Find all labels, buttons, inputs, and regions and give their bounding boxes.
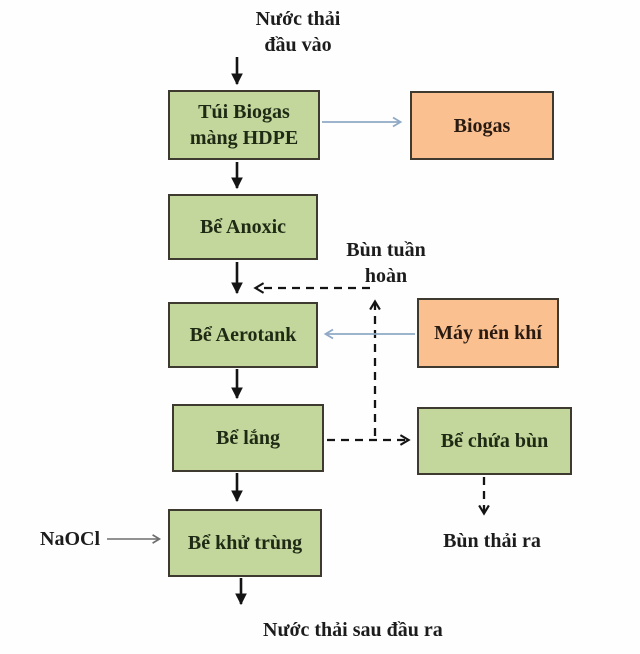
- main-flow-arrows: [231, 57, 247, 606]
- node-disinfection-tank: Bể khử trùng: [168, 509, 322, 577]
- node-air-compressor: Máy nén khí: [417, 298, 559, 368]
- sludge-dashed-arrows: [253, 282, 490, 516]
- label-sludge-out: Bùn thải ra: [443, 530, 541, 552]
- node-aerotank: Bể Aerotank: [168, 302, 318, 368]
- node-anoxic: Bể Anoxic: [168, 194, 318, 260]
- node-settling-tank: Bể lắng: [172, 404, 324, 472]
- node-sludge-tank: Bể chứa bùn: [417, 407, 572, 475]
- label-naocl: NaOCl: [40, 528, 100, 550]
- node-biogas: Biogas: [410, 91, 554, 160]
- label-inflow: Nước thải đầu vào: [255, 8, 341, 57]
- node-biogas-bag: Túi Biogas màng HDPE: [168, 90, 320, 160]
- blue-arrows: [322, 116, 415, 340]
- label-recirculated-sludge: Bùn tuần hoàn: [346, 239, 426, 288]
- label-outflow: Nước thải sau đầu ra: [263, 619, 443, 641]
